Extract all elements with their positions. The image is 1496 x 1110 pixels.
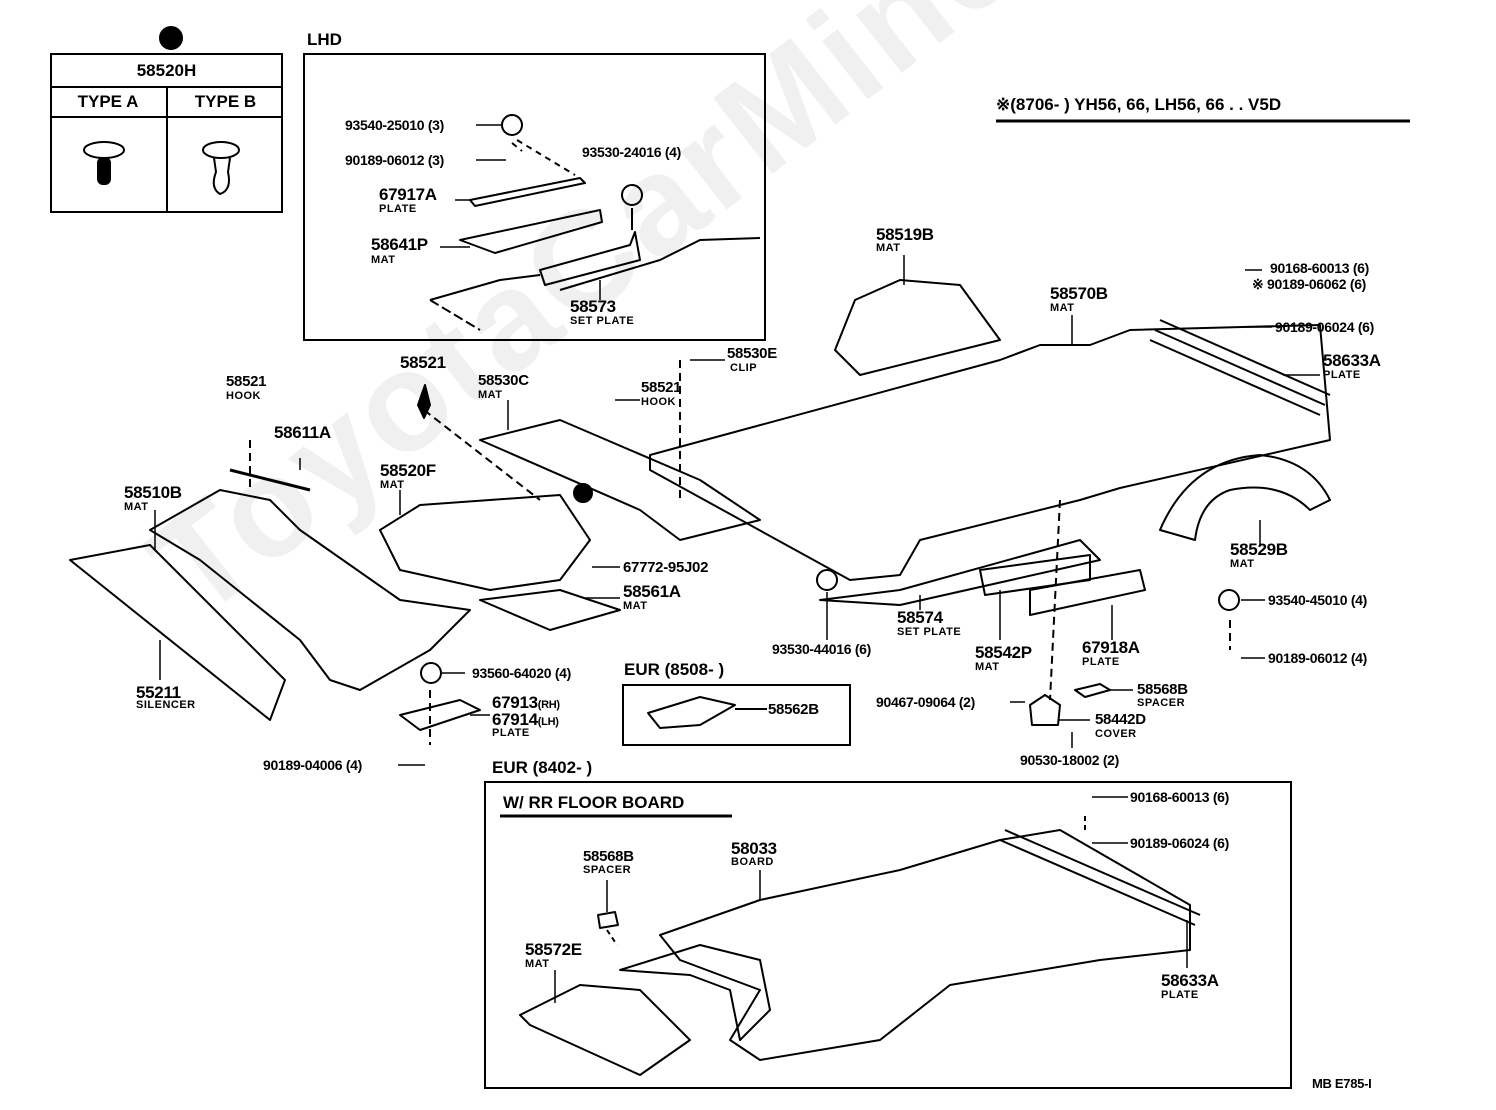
part-label[interactable]: 58530C: [478, 372, 529, 389]
part-label[interactable]: 90189-06012 (3): [345, 152, 445, 168]
part-label[interactable]: 90189-04006 (4): [263, 757, 363, 773]
part-name: SPACER: [583, 864, 632, 876]
part-name: PLATE: [1082, 656, 1120, 668]
part-label[interactable]: ※ 90189-06062 (6): [1252, 276, 1367, 292]
part-label[interactable]: 90189-06012 (4): [1268, 650, 1368, 666]
part-name: PLATE: [1323, 369, 1361, 381]
part-label[interactable]: 58542P: [975, 643, 1032, 662]
part-label[interactable]: 93530-44016 (6): [772, 641, 872, 657]
part-name: SET PLATE: [897, 626, 962, 638]
part-label[interactable]: 58521: [400, 353, 446, 372]
part-label[interactable]: 58033: [731, 839, 777, 858]
part-label[interactable]: 58633A: [1161, 971, 1219, 990]
part-name: PLATE: [1161, 989, 1199, 1001]
eur-8402-subtitle: W/ RR FLOOR BOARD: [503, 793, 685, 812]
part-name: HOOK: [641, 396, 676, 408]
part-label[interactable]: 58572E: [525, 940, 582, 959]
part-label[interactable]: 93560-64020 (4): [472, 665, 572, 681]
lhd-box-title: LHD: [307, 30, 342, 49]
clip-part-number[interactable]: 58520H: [136, 61, 197, 80]
part-label[interactable]: 67917A: [379, 185, 437, 204]
lhd-detail-box: [303, 53, 766, 341]
part-label[interactable]: 67918A: [1082, 638, 1140, 657]
part-label[interactable]: 58561A: [623, 582, 681, 601]
part-name: MAT: [124, 501, 149, 513]
part-name: MAT: [525, 958, 550, 970]
part-name: MAT: [1230, 558, 1255, 570]
part-label[interactable]: 58562B: [768, 701, 819, 718]
part-name: MAT: [876, 242, 901, 254]
part-label[interactable]: 67913(RH): [492, 694, 560, 714]
part-name: BOARD: [731, 856, 774, 868]
part-label[interactable]: 58568B: [1137, 681, 1188, 698]
part-name: MAT: [380, 479, 405, 491]
part-label[interactable]: 58611A: [274, 423, 331, 442]
applicability-note: ※(8706- ) YH56, 66, LH56, 66 . . V5D: [996, 95, 1282, 114]
part-name: CLIP: [730, 362, 758, 374]
part-name: SPACER: [1137, 697, 1186, 709]
part-label[interactable]: 90467-09064 (2): [876, 694, 976, 710]
part-label[interactable]: 58568B: [583, 848, 634, 865]
part-name: MAT: [371, 254, 396, 266]
part-name: SILENCER: [136, 699, 196, 711]
eur-8402-title: EUR (8402- ): [492, 758, 593, 777]
part-label[interactable]: 90168-60013 (6): [1270, 260, 1370, 276]
part-label[interactable]: 58570B: [1050, 284, 1108, 303]
part-label[interactable]: 58510B: [124, 483, 182, 502]
part-label[interactable]: 93540-25010 (3): [345, 117, 445, 133]
part-name: MAT: [478, 389, 503, 401]
part-name: HOOK: [226, 390, 261, 402]
eur-8508-box: [622, 684, 851, 746]
part-label[interactable]: 58574: [897, 608, 943, 627]
part-label[interactable]: 58529B: [1230, 540, 1288, 559]
part-number: 67914: [492, 710, 538, 729]
part-name: SET PLATE: [570, 315, 635, 327]
part-label[interactable]: 58573: [570, 297, 616, 316]
part-label[interactable]: 90189-06024 (6): [1275, 319, 1375, 335]
clip-marker-dot: [159, 26, 183, 50]
part-label[interactable]: 90168-60013 (6): [1130, 789, 1230, 805]
part-label[interactable]: 58442D: [1095, 711, 1146, 728]
part-name: MAT: [975, 661, 1000, 673]
eur-8508-title: EUR (8508- ): [624, 660, 725, 679]
part-label[interactable]: 67914(LH): [492, 711, 559, 731]
part-number: 67913: [492, 693, 538, 712]
part-label[interactable]: 90189-06024 (6): [1130, 835, 1230, 851]
part-qualifier: (RH): [537, 699, 560, 711]
part-label[interactable]: 58530E: [727, 345, 777, 362]
part-label[interactable]: 55211: [136, 683, 181, 702]
table-divider: [166, 86, 168, 213]
part-name: MAT: [1050, 302, 1075, 314]
figure-code: MB E785-I: [1312, 1076, 1372, 1091]
part-label[interactable]: 58633A: [1323, 351, 1381, 370]
part-qualifier: (LH): [537, 716, 559, 728]
part-label[interactable]: 67772-95J02: [623, 559, 709, 576]
part-name: PLATE: [379, 203, 417, 215]
part-label[interactable]: 90530-18002 (2): [1020, 752, 1120, 768]
eur-8402-box: [484, 781, 1292, 1089]
clip-type-a-label: TYPE A: [77, 92, 139, 111]
part-label[interactable]: 58521: [641, 379, 682, 396]
part-label[interactable]: 58519B: [876, 225, 934, 244]
part-label[interactable]: 58521: [226, 373, 267, 390]
part-label[interactable]: 58520F: [380, 461, 436, 480]
part-label[interactable]: 58641P: [371, 235, 428, 254]
clip-type-b-label: TYPE B: [194, 92, 257, 111]
part-name: COVER: [1095, 728, 1137, 740]
part-name: MAT: [623, 600, 648, 612]
part-label[interactable]: 93540-45010 (4): [1268, 592, 1368, 608]
clip-type-b-icon: [202, 141, 240, 159]
part-label[interactable]: 93530-24016 (4): [582, 144, 682, 160]
part-name: PLATE: [492, 727, 530, 739]
